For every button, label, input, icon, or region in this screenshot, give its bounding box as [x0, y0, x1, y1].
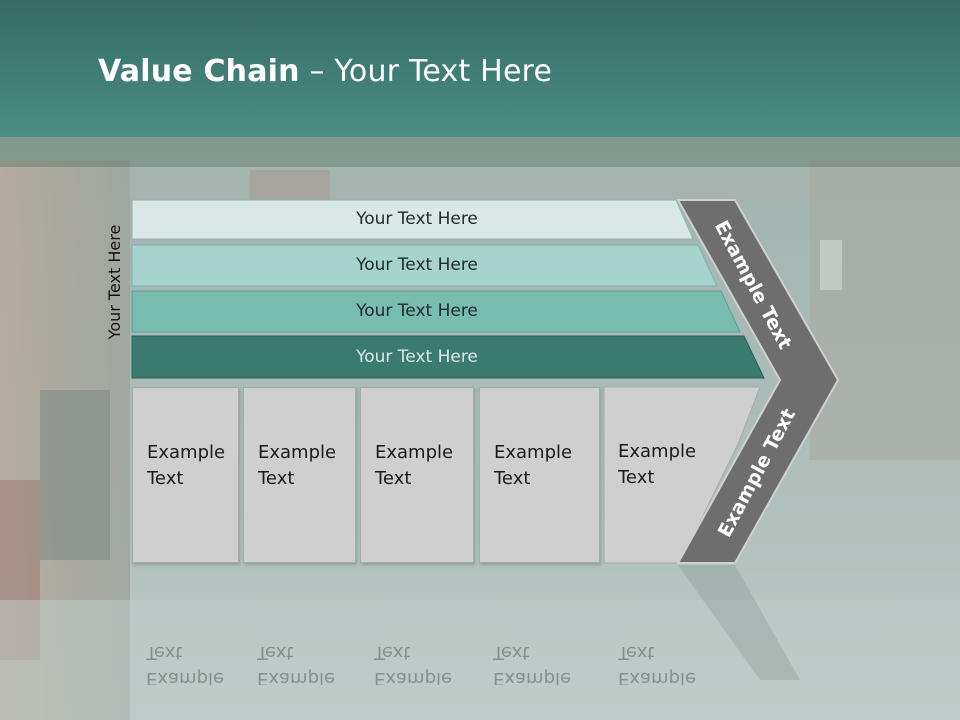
box-label: Example Text [618, 441, 697, 488]
box-reflection-4: Example Text [479, 565, 600, 685]
reflection-label: Example Text [257, 642, 336, 685]
reflection-label: Example Text [618, 642, 697, 685]
title-rest: – Your Text Here [299, 54, 553, 89]
box-reflection-2: Example Text [243, 565, 356, 685]
bar-label: Your Text Here [356, 255, 478, 275]
bar-label: Your Text Here [356, 301, 478, 321]
box-label: Example Text [494, 442, 573, 489]
slide-title: Value Chain – Your Text Here [98, 54, 552, 89]
box-label: Example Text [147, 442, 226, 489]
primary-box-3[interactable]: Example Text [360, 387, 474, 563]
box-label: Example Text [375, 442, 454, 489]
primary-box-2[interactable]: Example Text [243, 387, 356, 563]
primary-box-4[interactable]: Example Text [479, 387, 600, 563]
title-banner [0, 0, 960, 137]
bar-shape [131, 290, 741, 333]
foliage-strip [0, 137, 960, 167]
bar-label: Your Text Here [356, 209, 478, 229]
box-reflection-3: Example Text [360, 565, 474, 685]
bar-shape [131, 199, 694, 240]
reflection-label: Example Text [493, 642, 572, 685]
box-reflection-5: Example Text [604, 565, 724, 685]
box-label: Example Text [258, 442, 337, 489]
reflection-label: Example Text [146, 642, 225, 685]
title-bold: Value Chain [98, 54, 300, 89]
reflection-label: Example Text [374, 642, 453, 685]
box-reflection-1: Example Text [132, 565, 239, 685]
primary-box-1[interactable]: Example Text [132, 387, 239, 563]
primary-box-5[interactable]: Example Text [604, 387, 724, 563]
bar-shape [131, 244, 718, 287]
bar-label: Your Text Here [356, 347, 478, 367]
bar-shape [131, 335, 765, 379]
